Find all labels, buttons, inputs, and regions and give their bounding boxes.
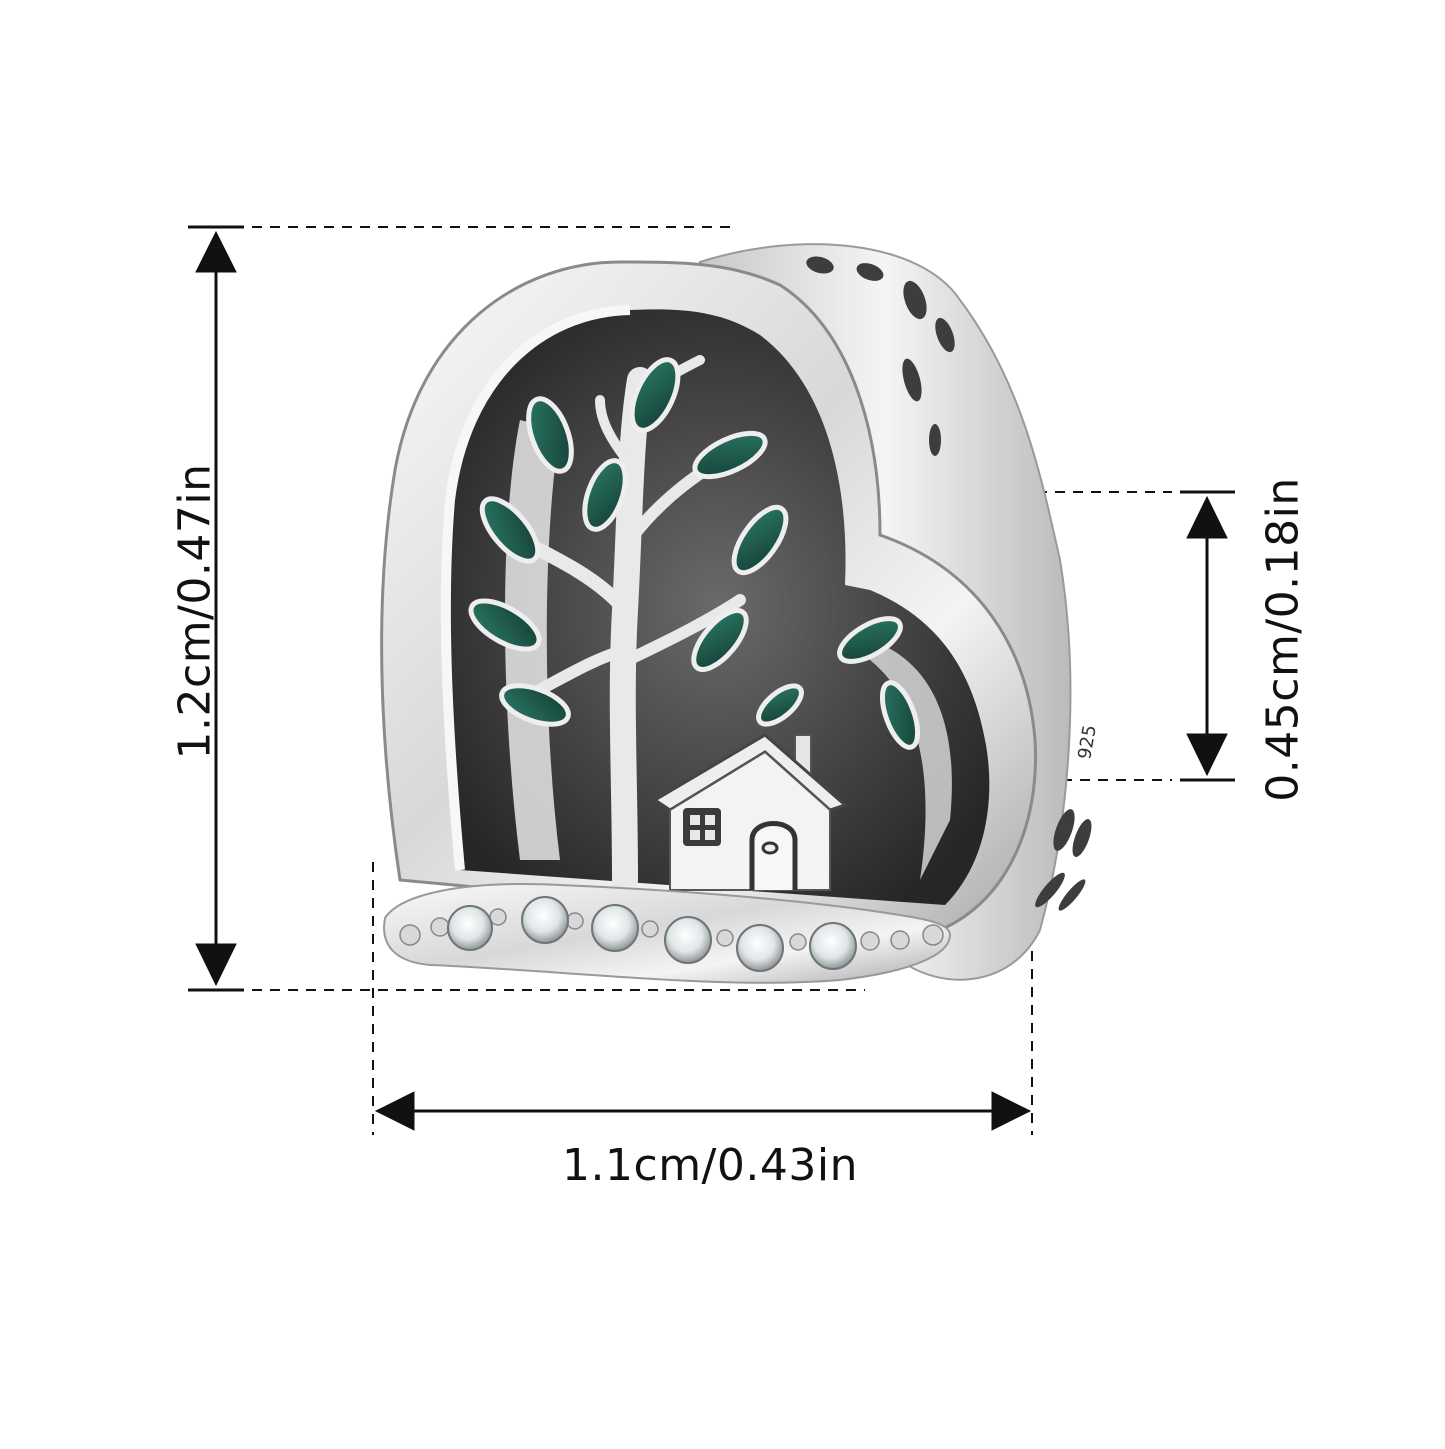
925-stamp: 925 — [1074, 723, 1101, 760]
house-icon — [652, 733, 848, 891]
side-perforations — [806, 256, 1092, 911]
arrow-left-icon — [374, 1091, 415, 1131]
width-label: 1.1cm/0.43in — [562, 1140, 858, 1191]
height-label: 1.2cm/0.47in — [169, 463, 221, 760]
arrow-up-icon — [195, 230, 237, 273]
enamel-leaves — [468, 357, 921, 750]
arrow-right-icon — [991, 1091, 1032, 1131]
bead-accents — [399, 908, 944, 951]
arrow-down-icon — [195, 943, 237, 987]
arrow-down-icon — [1186, 733, 1228, 777]
arrow-up-icon — [1186, 495, 1228, 539]
height-dimension — [188, 225, 865, 992]
clear-stones — [447, 896, 857, 972]
hole-size-label: 0.45cm/0.18in — [1257, 477, 1309, 802]
heart-charm-illustration: 925 — [380, 243, 1101, 984]
